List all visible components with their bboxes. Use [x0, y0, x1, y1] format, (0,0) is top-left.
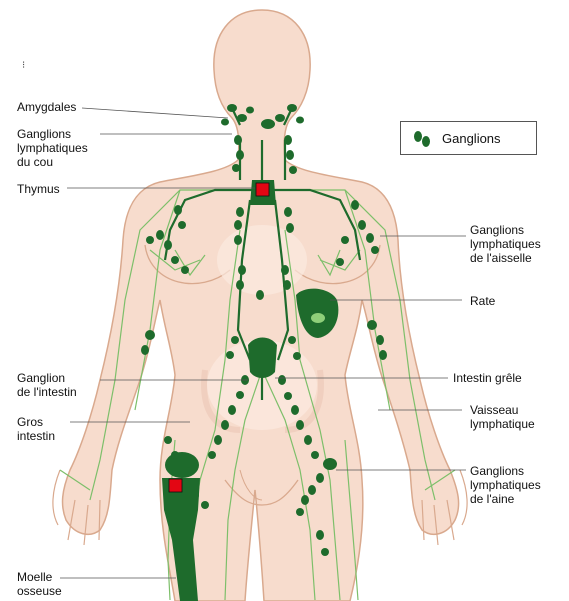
label-ganglions-cou: Ganglions lymphatiques du cou	[17, 127, 88, 169]
label-amygdales: Amygdales	[17, 100, 76, 114]
body-silhouette	[53, 10, 467, 601]
legend-label: Ganglions	[442, 131, 501, 146]
label-rate: Rate	[470, 294, 495, 308]
spleen-highlight	[311, 313, 325, 323]
label-ganglion-intestin: Ganglion de l'intestin	[17, 371, 77, 399]
label-vaisseau-lymphatique: Vaisseau lymphatique	[470, 403, 535, 431]
cisterna-chyli	[248, 338, 277, 379]
stray-mark: ⁝	[22, 60, 25, 71]
marrow-marker	[169, 479, 182, 492]
label-gros-intestin: Gros intestin	[17, 415, 55, 443]
label-intestin-grele: Intestin grêle	[453, 371, 522, 385]
ganglion-legend-icon	[414, 131, 422, 142]
legend: Ganglions	[400, 121, 537, 155]
ganglion-legend-icon-2	[422, 136, 430, 147]
thymus-marker	[256, 183, 269, 196]
label-ganglions-aine: Ganglions lymphatiques de l'aine	[470, 464, 541, 506]
label-thymus: Thymus	[17, 182, 60, 196]
label-moelle-osseuse: Moelle osseuse	[17, 570, 62, 598]
label-ganglions-aisselle: Ganglions lymphatiques de l'aisselle	[470, 223, 541, 265]
